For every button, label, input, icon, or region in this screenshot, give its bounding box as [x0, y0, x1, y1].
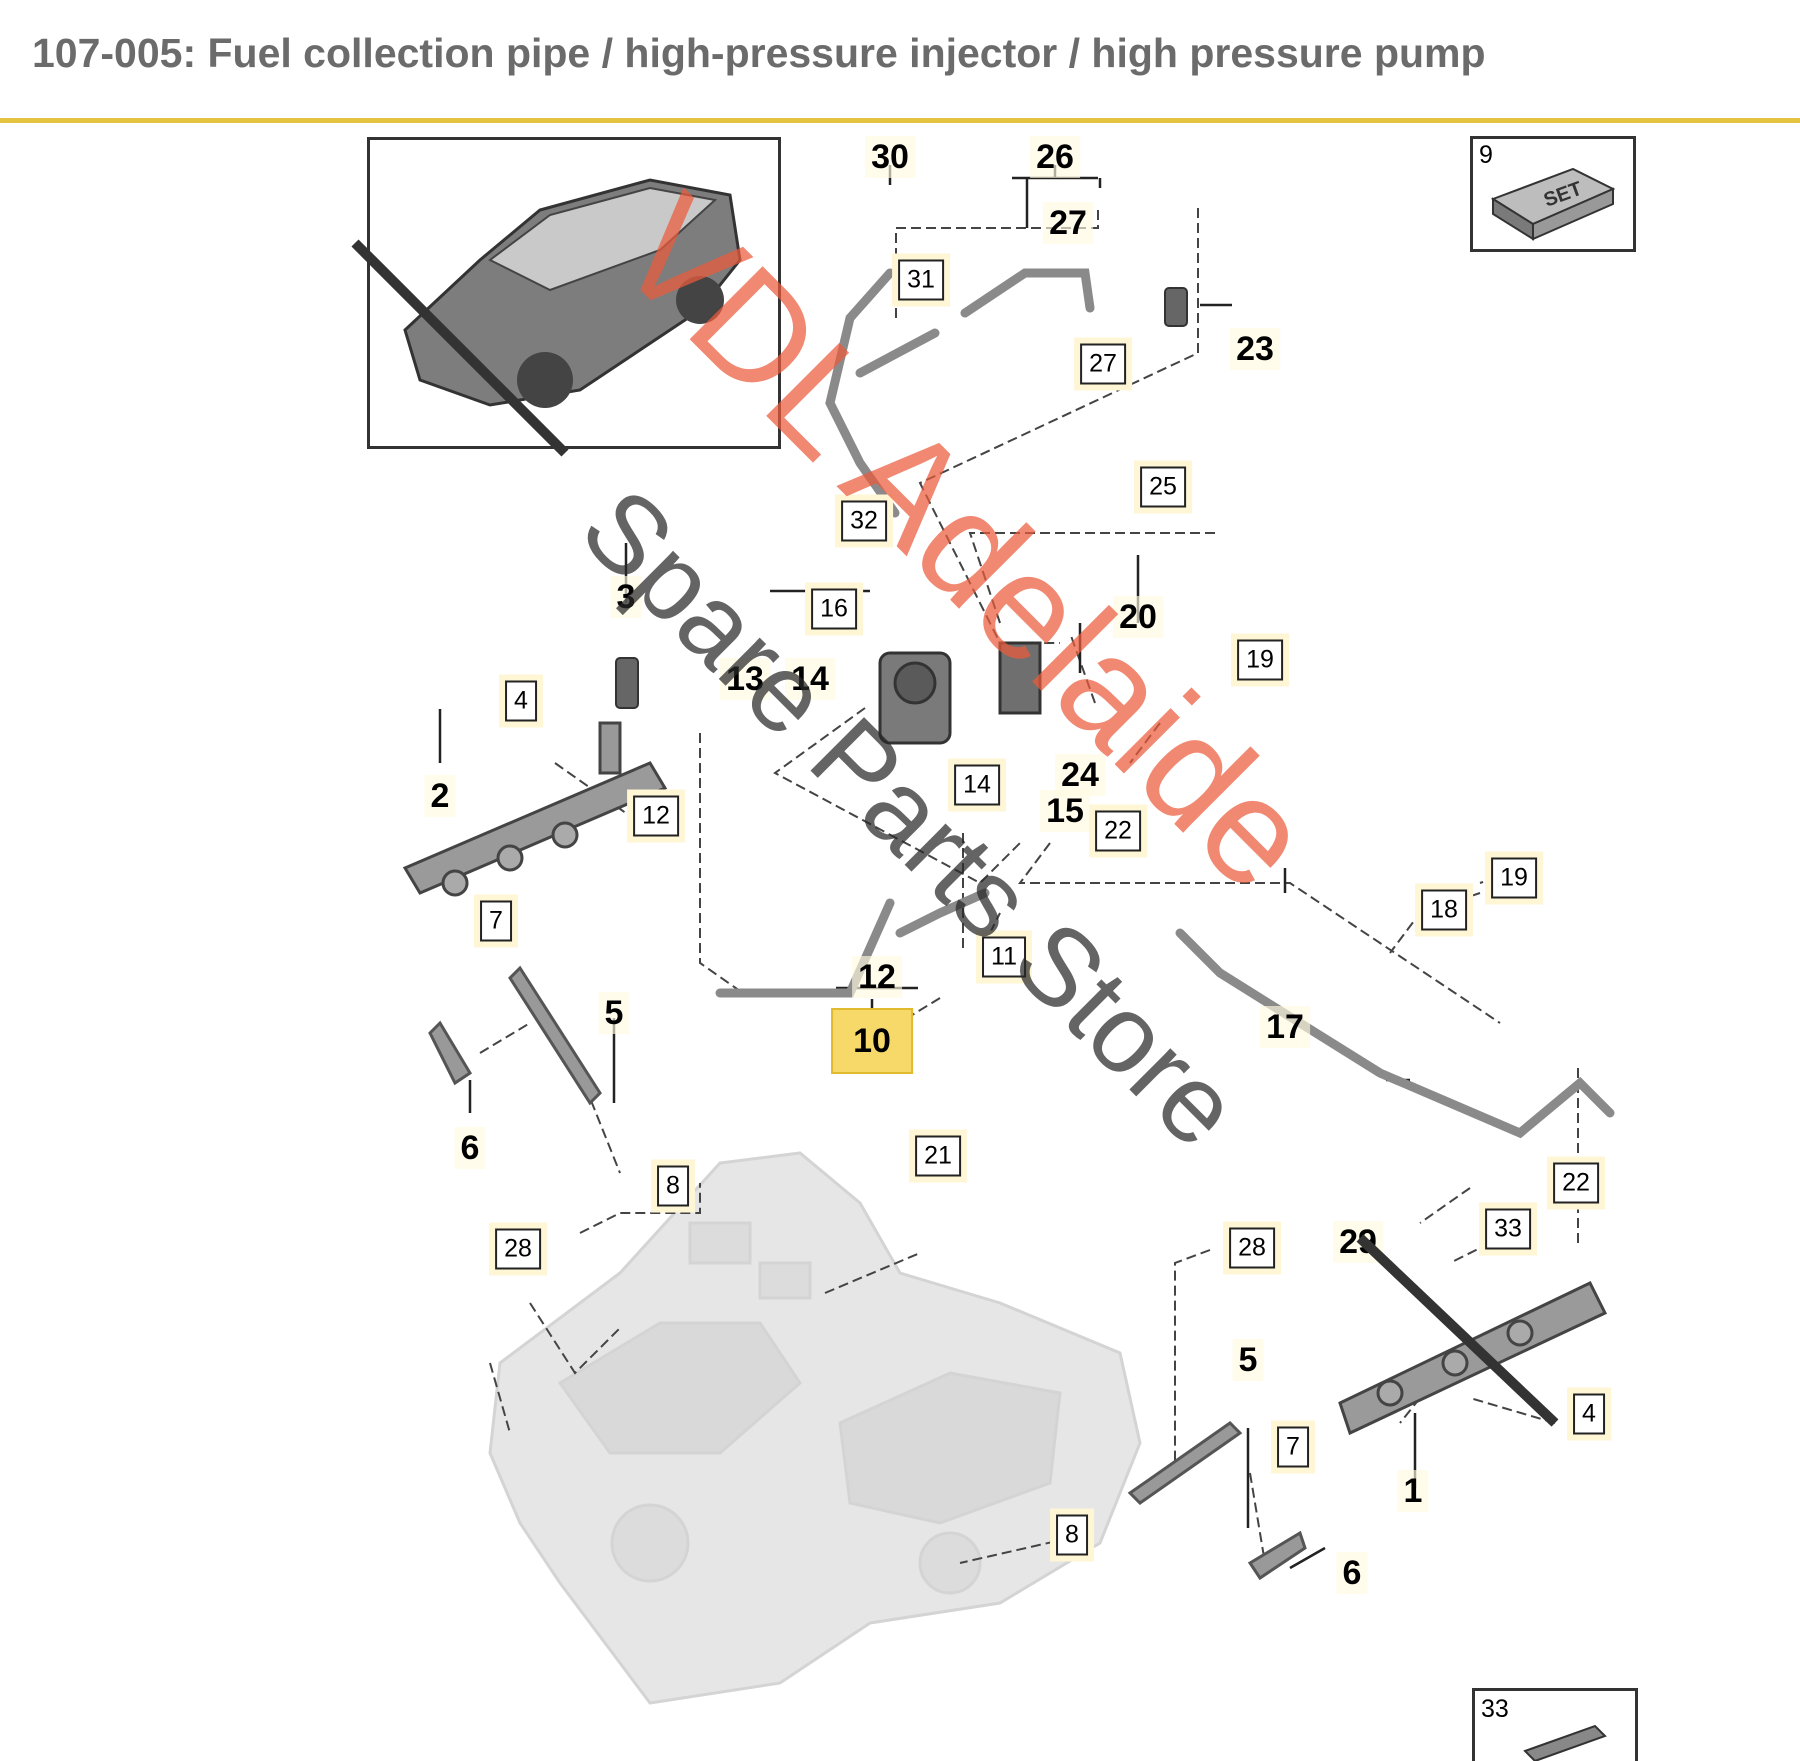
- callout-13: 13: [720, 658, 770, 700]
- callout-14-top: 14: [785, 658, 835, 700]
- callout-11: 11: [982, 936, 1026, 978]
- callout-15: 15: [1040, 790, 1090, 832]
- callout-1: 1: [1397, 1470, 1429, 1512]
- callout-28-left: 28: [495, 1228, 541, 1270]
- set-inset: 9 SET: [1470, 136, 1636, 252]
- set-box-illustration: SET: [1490, 167, 1616, 241]
- callout-21: 21: [915, 1135, 961, 1177]
- callout-19-top: 19: [1237, 639, 1283, 681]
- callout-8-right: 8: [1056, 1514, 1088, 1556]
- callout-7-right: 7: [1277, 1426, 1309, 1468]
- callout-8-left: 8: [657, 1165, 689, 1207]
- fuel-pipes: [715, 268, 1615, 1139]
- parts-diagram: 9 SET 33 30 26 27 31 27 23 32 25 3 16 20…: [0, 123, 1800, 1761]
- vehicle-inset: [367, 137, 781, 449]
- callout-10-highlighted: 10: [831, 1008, 913, 1074]
- callout-4-right: 4: [1573, 1393, 1605, 1435]
- callout-18: 18: [1421, 889, 1467, 931]
- callout-28-right: 28: [1229, 1227, 1275, 1269]
- callout-3: 3: [610, 576, 642, 618]
- callout-22-top: 22: [1095, 810, 1141, 852]
- diagram-drawing: [402, 165, 1615, 1705]
- callout-5-right: 5: [1232, 1339, 1264, 1381]
- callout-19: 19: [1491, 857, 1537, 899]
- callout-31: 31: [898, 259, 944, 301]
- callout-7-left: 7: [480, 900, 512, 942]
- part-33-illustration: [1523, 1724, 1607, 1761]
- callout-20: 20: [1113, 596, 1163, 638]
- high-pressure-pump: [878, 641, 1042, 745]
- leader-lines: [479, 208, 1579, 1564]
- car-illustration: [403, 178, 742, 408]
- callout-29: 29: [1333, 1221, 1383, 1263]
- callout-2: 2: [424, 775, 456, 817]
- callout-6-right: 6: [1336, 1552, 1368, 1594]
- engine-block-illustration: [488, 1151, 1142, 1705]
- fuel-rail-right: [1338, 1281, 1608, 1436]
- callout-12: 12: [852, 956, 902, 998]
- callout-23: 23: [1230, 328, 1280, 370]
- callout-5-left: 5: [598, 992, 630, 1034]
- callout-17: 17: [1260, 1006, 1310, 1048]
- sensor-3: [615, 657, 639, 709]
- callout-33-inset: 33: [1481, 1695, 1509, 1723]
- callout-27: 27: [1080, 343, 1126, 385]
- callout-14: 14: [954, 764, 1000, 806]
- callout-30: 30: [865, 136, 915, 178]
- page-title: 107-005: Fuel collection pipe / high-pre…: [32, 30, 1486, 76]
- callout-12-left: 12: [633, 795, 679, 837]
- injectors: [428, 965, 1307, 1581]
- callout-24: 24: [1055, 754, 1105, 796]
- callout-9: 9: [1479, 141, 1493, 169]
- callout-25: 25: [1140, 466, 1186, 508]
- callout-4-left: 4: [505, 680, 537, 722]
- callout-33: 33: [1485, 1208, 1531, 1250]
- fuel-rail-left: [402, 721, 668, 897]
- callout-6-left: 6: [454, 1127, 486, 1169]
- callout-16: 16: [811, 588, 857, 630]
- callout-27-top: 27: [1043, 202, 1093, 244]
- sensor-23: [1164, 287, 1188, 327]
- part-33-inset: 33: [1472, 1688, 1638, 1761]
- callout-26: 26: [1030, 136, 1080, 178]
- callout-32: 32: [841, 500, 887, 542]
- callout-22: 22: [1553, 1162, 1599, 1204]
- page-header: 107-005: Fuel collection pipe / high-pre…: [0, 0, 1800, 123]
